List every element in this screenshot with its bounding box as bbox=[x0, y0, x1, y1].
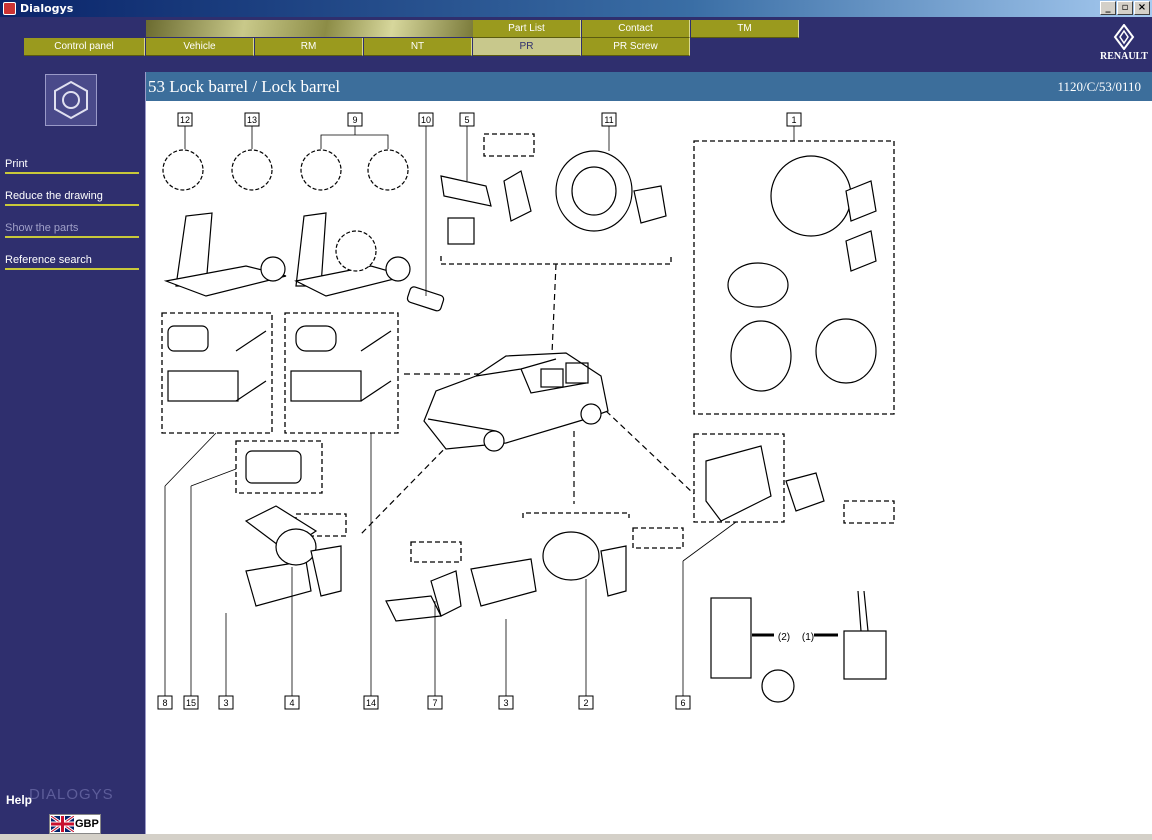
sidebar: Print Reduce the drawing Show the parts … bbox=[0, 72, 145, 840]
main-panel: 53 Lock barrel / Lock barrel 1120/C/53/0… bbox=[145, 72, 1152, 834]
tab-tm[interactable]: TM bbox=[691, 20, 799, 38]
callout-12: 12 bbox=[180, 115, 190, 125]
restore-button[interactable]: ▫ bbox=[1117, 1, 1133, 15]
car-illustration bbox=[423, 352, 609, 452]
callout-10: 10 bbox=[421, 115, 431, 125]
close-button[interactable]: × bbox=[1134, 1, 1150, 15]
callout-7: 7 bbox=[432, 698, 437, 708]
key-legend-step-2: (2) bbox=[778, 632, 790, 643]
callout-1: 1 bbox=[791, 115, 796, 125]
top-navigation: Part List Contact TM Control panel Vehic… bbox=[0, 17, 1152, 72]
callout-5: 5 bbox=[464, 115, 469, 125]
callout-9: 9 bbox=[352, 115, 357, 125]
menu-show-parts[interactable]: Show the parts bbox=[5, 216, 139, 238]
language-code: GBP bbox=[75, 818, 99, 830]
part-drawings bbox=[162, 149, 887, 703]
menu-reduce-drawing[interactable]: Reduce the drawing bbox=[5, 184, 139, 206]
callout-15: 15 bbox=[186, 698, 196, 708]
minimize-button[interactable]: _ bbox=[1100, 1, 1116, 15]
dialogys-watermark: DIALOGYS bbox=[29, 786, 114, 803]
callout-stems bbox=[164, 126, 795, 696]
tab-nt[interactable]: NT bbox=[364, 38, 472, 56]
parts-drawing[interactable]: 12 13 9 10 5 11 1 8 15 3 4 14 7 3 2 6 (2… bbox=[146, 101, 1152, 834]
tab-pr-screw[interactable]: PR Screw bbox=[582, 38, 690, 56]
help-link[interactable]: Help bbox=[6, 793, 33, 807]
page-reference: 1120/C/53/0110 bbox=[1057, 79, 1141, 94]
banner-image bbox=[146, 20, 473, 37]
tab-contact[interactable]: Contact bbox=[582, 20, 690, 38]
callout-3-right: 3 bbox=[503, 698, 508, 708]
menu-print[interactable]: Print bbox=[5, 152, 139, 174]
window-title: Dialogys bbox=[20, 2, 74, 15]
callout-labels: 12 13 9 10 5 11 1 8 15 3 4 14 7 3 2 6 (2… bbox=[162, 115, 814, 708]
callout-4: 4 bbox=[289, 698, 294, 708]
page-title: 53 Lock barrel / Lock barrel bbox=[148, 77, 341, 96]
window-titlebar: Dialogys _ ▫ × bbox=[0, 0, 1152, 17]
app-icon bbox=[3, 2, 16, 15]
status-bar bbox=[0, 834, 1152, 840]
callout-6: 6 bbox=[680, 698, 685, 708]
page-header: 53 Lock barrel / Lock barrel 1120/C/53/0… bbox=[146, 72, 1152, 101]
callout-11: 11 bbox=[604, 115, 613, 125]
uk-flag-icon bbox=[51, 816, 74, 832]
language-selector[interactable]: GBP bbox=[49, 814, 101, 834]
tab-control-panel[interactable]: Control panel bbox=[24, 38, 145, 56]
callout-14: 14 bbox=[366, 698, 376, 708]
callout-8: 8 bbox=[162, 698, 167, 708]
renault-diamond-icon bbox=[1113, 24, 1135, 50]
tab-pr[interactable]: PR bbox=[473, 38, 581, 56]
callout-2: 2 bbox=[583, 698, 588, 708]
key-legend-step-1: (1) bbox=[802, 632, 814, 643]
menu-reference-search[interactable]: Reference search bbox=[5, 248, 139, 270]
tab-vehicle[interactable]: Vehicle bbox=[146, 38, 254, 56]
callout-3-left: 3 bbox=[223, 698, 228, 708]
brand-name: RENAULT bbox=[1100, 51, 1148, 62]
nut-icon bbox=[45, 74, 97, 126]
callout-boxes bbox=[157, 112, 802, 710]
callout-13: 13 bbox=[247, 115, 257, 125]
tab-part-list[interactable]: Part List bbox=[473, 20, 581, 38]
tab-rm[interactable]: RM bbox=[255, 38, 363, 56]
renault-logo: RENAULT bbox=[1098, 24, 1150, 68]
